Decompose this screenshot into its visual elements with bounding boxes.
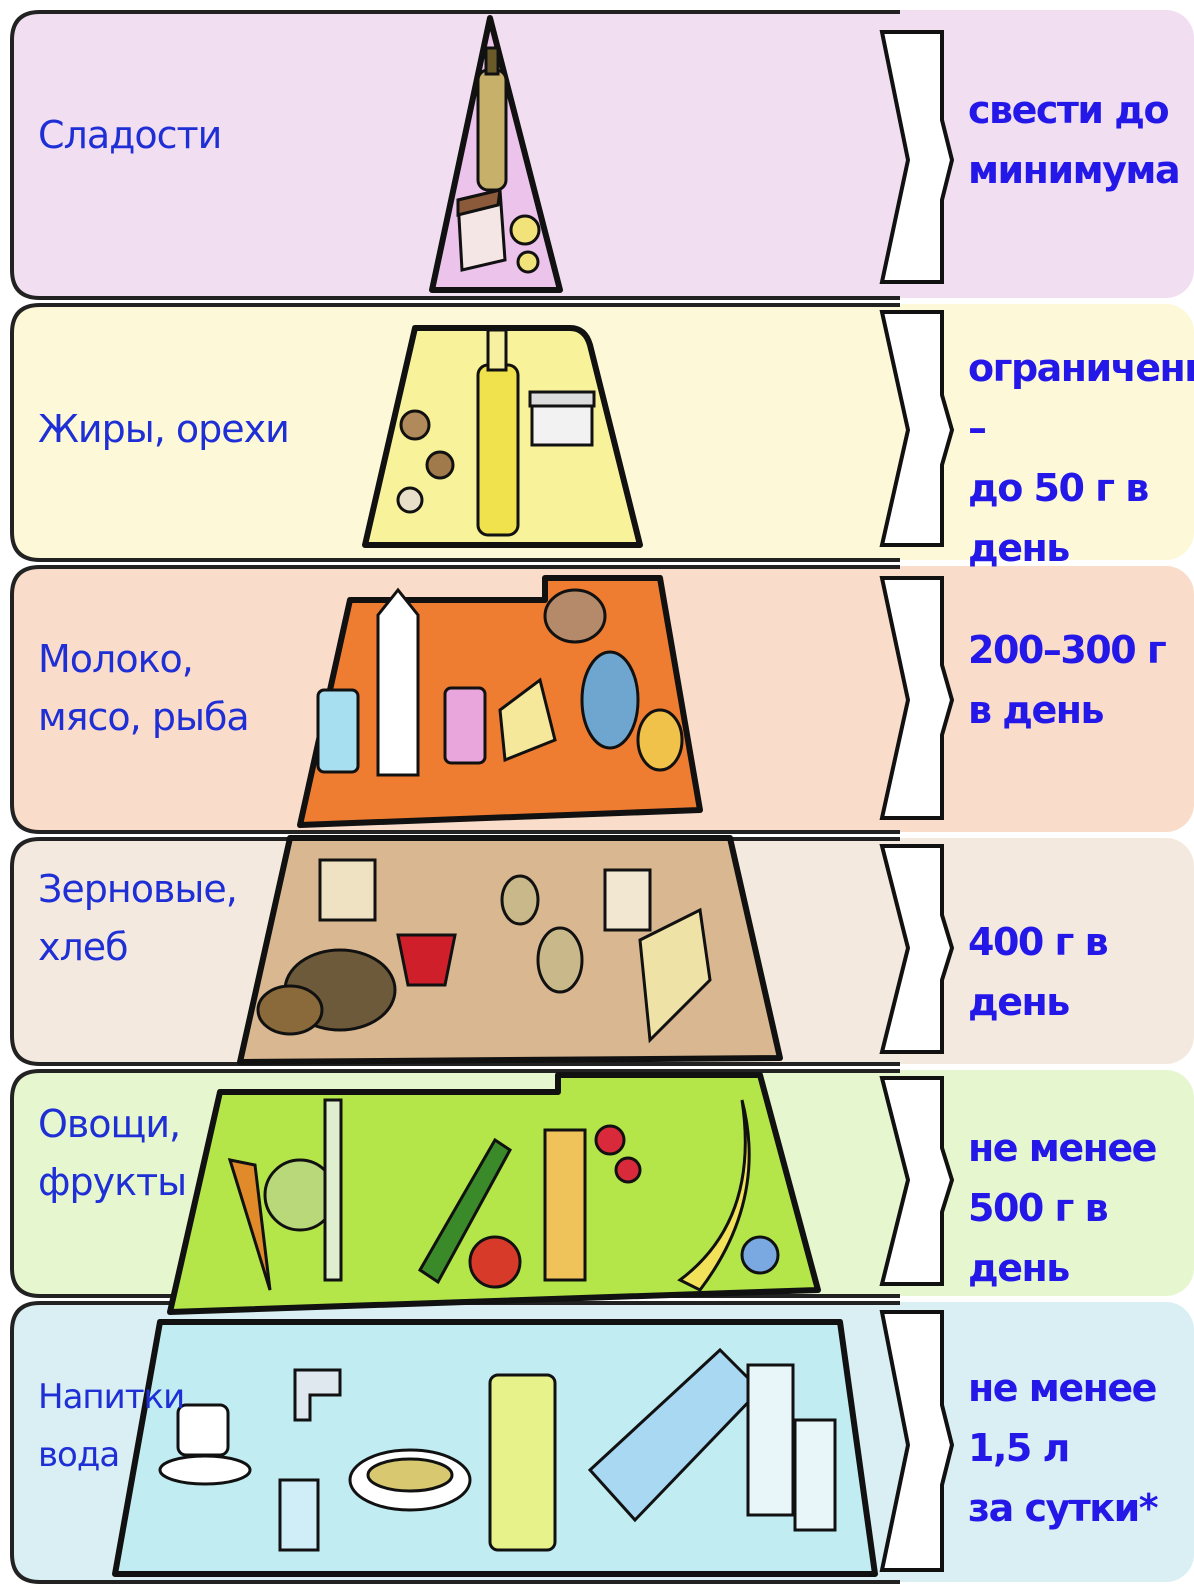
label-drinks: Напитки вода	[38, 1368, 184, 1484]
label-fats: Жиры, орехи	[38, 400, 289, 458]
amount-protein: 200–300 г в день	[968, 620, 1165, 740]
yogurt-icon	[445, 688, 485, 763]
cake-slice-icon	[458, 190, 505, 270]
arrow-brackets	[882, 32, 952, 1570]
tier-protein	[300, 578, 700, 825]
amount-grains: 400 г в день	[968, 912, 1194, 1032]
crackers-icon	[320, 860, 375, 920]
amount-fats: ограниченно – до 50 г в день	[968, 338, 1194, 578]
milk-carton-icon	[378, 590, 418, 775]
label-grains: Зерновые, хлеб	[38, 860, 237, 976]
cup-icon	[318, 690, 358, 772]
soup-bowl-icon	[350, 1450, 470, 1510]
amount-drinks: не менее 1,5 л за сутки*	[968, 1358, 1194, 1538]
plums-icon	[742, 1237, 778, 1273]
butter-dish-icon	[530, 392, 594, 445]
label-protein: Молоко, мясо, рыба	[38, 630, 249, 746]
amount-sweets: свести до минимума	[968, 80, 1179, 200]
juice-glass-icon	[545, 1130, 585, 1280]
leek-icon	[325, 1100, 341, 1280]
label-produce: Овощи, фрукты	[38, 1095, 186, 1211]
label-sweets: Сладости	[38, 106, 221, 164]
chicken-leg-icon	[638, 710, 682, 770]
amount-produce: не менее 500 г в день	[968, 1118, 1194, 1298]
water-glass-icon	[280, 1480, 318, 1550]
tomato-icon	[470, 1237, 520, 1287]
meat-icon	[545, 590, 605, 642]
jug-icon	[490, 1375, 555, 1550]
cereal-bowl-icon	[398, 935, 455, 985]
fish-icon	[582, 652, 638, 748]
